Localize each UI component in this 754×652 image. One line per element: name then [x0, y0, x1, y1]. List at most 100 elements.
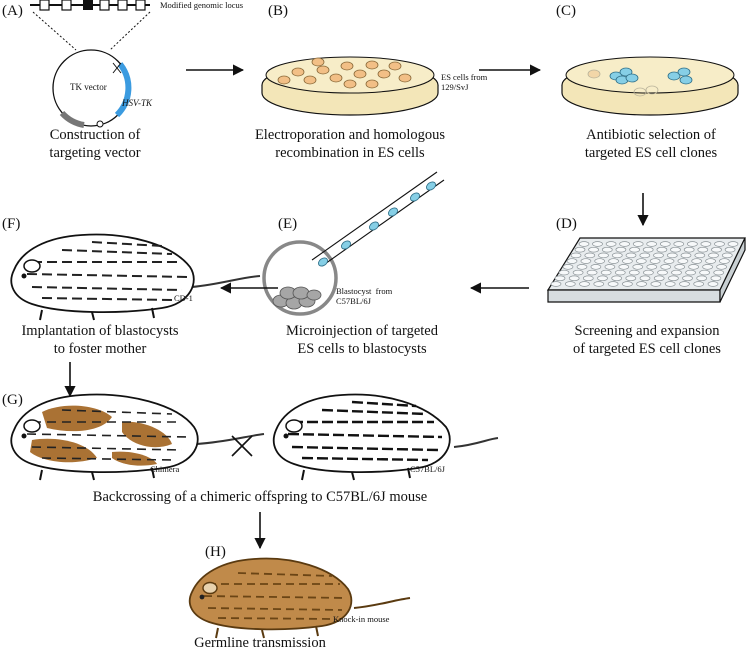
plate-well	[659, 241, 671, 247]
dead-cells	[587, 69, 659, 97]
plate-well	[705, 258, 716, 264]
plate-well	[576, 264, 588, 270]
cd1-label: CD-1	[174, 293, 193, 303]
plate-well	[590, 264, 602, 270]
plate-well	[707, 281, 719, 287]
plate-well	[572, 269, 584, 276]
targeting-vector-plasmid	[52, 49, 132, 128]
plate-well	[550, 281, 562, 287]
plate-well	[558, 269, 570, 276]
plate-well	[625, 275, 637, 282]
selected-clones-blue	[609, 67, 693, 85]
plate-well	[694, 252, 706, 259]
flow-arrows	[64, 64, 649, 550]
plate-well	[639, 252, 651, 259]
plate-well	[719, 258, 730, 264]
plate-well	[646, 241, 658, 247]
panel-letter-c: (C)	[556, 3, 576, 19]
plate-well	[615, 246, 627, 253]
plate-well	[570, 252, 582, 259]
plate-well	[727, 241, 739, 247]
plate-well	[691, 258, 703, 264]
plate-well	[680, 252, 692, 259]
plate-well	[713, 269, 725, 276]
plate-well	[564, 281, 576, 287]
knock-in-label: Knock-in mouse	[333, 614, 390, 624]
plate-well	[666, 252, 678, 259]
plate-well	[649, 258, 661, 264]
plate-well	[608, 258, 619, 264]
plate-well	[699, 269, 710, 276]
plate-well	[622, 258, 633, 264]
mouse-c57bl6j	[272, 393, 499, 481]
plate-well	[646, 264, 658, 270]
plate-well	[566, 258, 578, 264]
plate-well	[619, 241, 630, 247]
plate-well	[673, 241, 685, 247]
plate-well	[607, 281, 619, 287]
plate-well	[579, 281, 590, 287]
plate-well	[716, 264, 727, 270]
plate-well	[578, 241, 590, 247]
culture-dish-c	[561, 56, 739, 116]
plate-well	[593, 281, 605, 287]
plate-well	[711, 246, 722, 253]
plate-well	[586, 269, 598, 276]
plate-well	[632, 264, 644, 270]
genomic-locus	[30, 0, 150, 11]
plate-well	[568, 275, 580, 282]
plate-well	[674, 264, 686, 270]
plate-well	[611, 252, 623, 259]
plate-well	[668, 275, 679, 282]
plate-well	[693, 281, 705, 287]
caption-h: Germline transmission	[194, 635, 326, 651]
plate-well	[679, 281, 690, 287]
tk-vector-label: TK vector	[70, 82, 107, 92]
chimera-label: Chimera	[150, 464, 180, 474]
plate-well	[683, 246, 695, 253]
plate-well	[636, 281, 647, 287]
plate-well	[721, 252, 733, 259]
plate-well	[622, 281, 633, 287]
locus-projection-lines	[32, 11, 151, 51]
plate-well	[670, 246, 681, 253]
c57bl6j-label: C57BL/6J	[410, 464, 445, 474]
plate-well	[605, 241, 617, 247]
plate-well	[660, 264, 672, 270]
mouse-chimera	[10, 393, 265, 481]
plate-well	[597, 275, 608, 282]
plate-well	[562, 264, 574, 270]
plate-well	[653, 275, 665, 282]
plate-well	[656, 246, 668, 253]
plate-well	[639, 275, 651, 282]
plate-well	[697, 246, 709, 253]
caption-g: Backcrossing of a chimeric offspring to …	[92, 489, 428, 505]
panel-letter-b: (B)	[268, 3, 288, 19]
plate-well	[653, 252, 664, 259]
hsv-tk-label: HSV-TK	[122, 98, 153, 108]
plate-well	[650, 281, 662, 287]
plate-well	[588, 246, 599, 253]
plate-well	[677, 258, 689, 264]
plate-well	[671, 269, 682, 276]
plate-well	[708, 252, 719, 259]
plate-well	[657, 269, 668, 276]
plate-well	[594, 258, 606, 264]
plate-well	[664, 281, 676, 287]
plate-well	[600, 269, 612, 276]
plate-well	[574, 246, 586, 253]
plate-well	[635, 258, 647, 264]
plate-well	[625, 252, 637, 259]
panel-letter-g: (G)	[2, 392, 23, 408]
blastocyst	[262, 240, 338, 316]
plate-well	[618, 264, 630, 270]
panel-letter-h: (H)	[205, 544, 226, 560]
